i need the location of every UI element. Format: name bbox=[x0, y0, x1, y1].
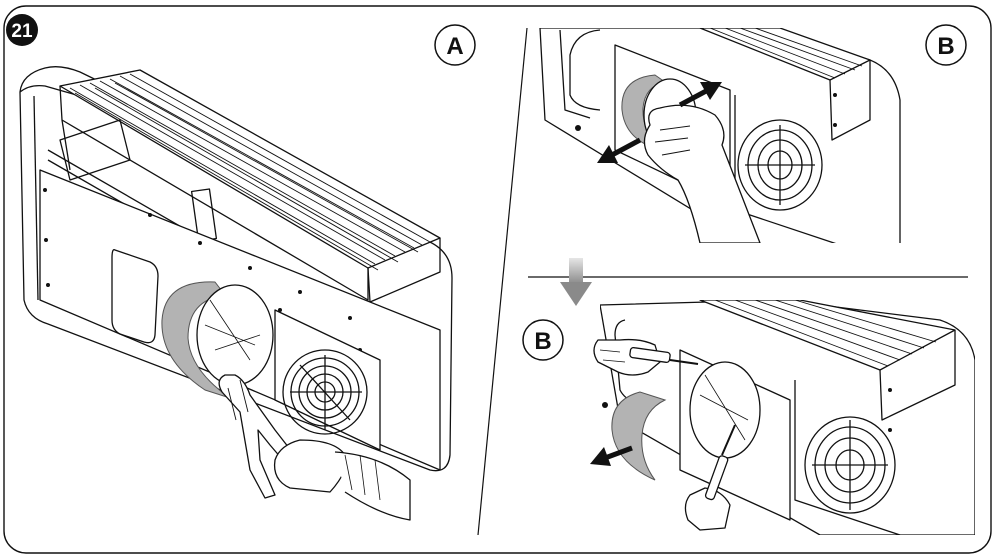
hand-screwdriver-c bbox=[593, 338, 699, 376]
fan-c bbox=[804, 416, 896, 514]
round-opening-c bbox=[689, 361, 761, 459]
fan-b1 bbox=[737, 119, 823, 211]
fan-a bbox=[282, 349, 368, 435]
panel-divider-diagonal bbox=[477, 27, 528, 536]
sequence-down-arrow bbox=[560, 258, 592, 306]
gasket-crescent-c bbox=[611, 391, 667, 481]
hand-tool-c bbox=[684, 424, 736, 531]
panel-b-label: B bbox=[925, 24, 967, 66]
panel-c-label: B bbox=[522, 319, 564, 361]
svg-text:B: B bbox=[937, 33, 954, 60]
svg-text:A: A bbox=[446, 33, 463, 60]
round-opening-a bbox=[196, 284, 274, 386]
panel-a-illustration bbox=[19, 66, 453, 521]
panel-b-illustration bbox=[539, 28, 901, 243]
panel-a-label: A bbox=[434, 24, 476, 66]
svg-text:B: B bbox=[534, 328, 551, 355]
step-number-text: 21 bbox=[11, 21, 33, 42]
panel-c-illustration bbox=[600, 300, 975, 535]
pull-arrow-c bbox=[590, 445, 633, 466]
push-arrow-b1 bbox=[678, 82, 722, 108]
step-number-badge: 21 bbox=[6, 14, 38, 46]
hand-pliers-a bbox=[218, 374, 411, 521]
gasket-crescent-a bbox=[161, 281, 231, 399]
pull-arrow-b1 bbox=[597, 137, 642, 163]
small-window bbox=[111, 249, 159, 344]
hand-b1 bbox=[643, 104, 761, 243]
